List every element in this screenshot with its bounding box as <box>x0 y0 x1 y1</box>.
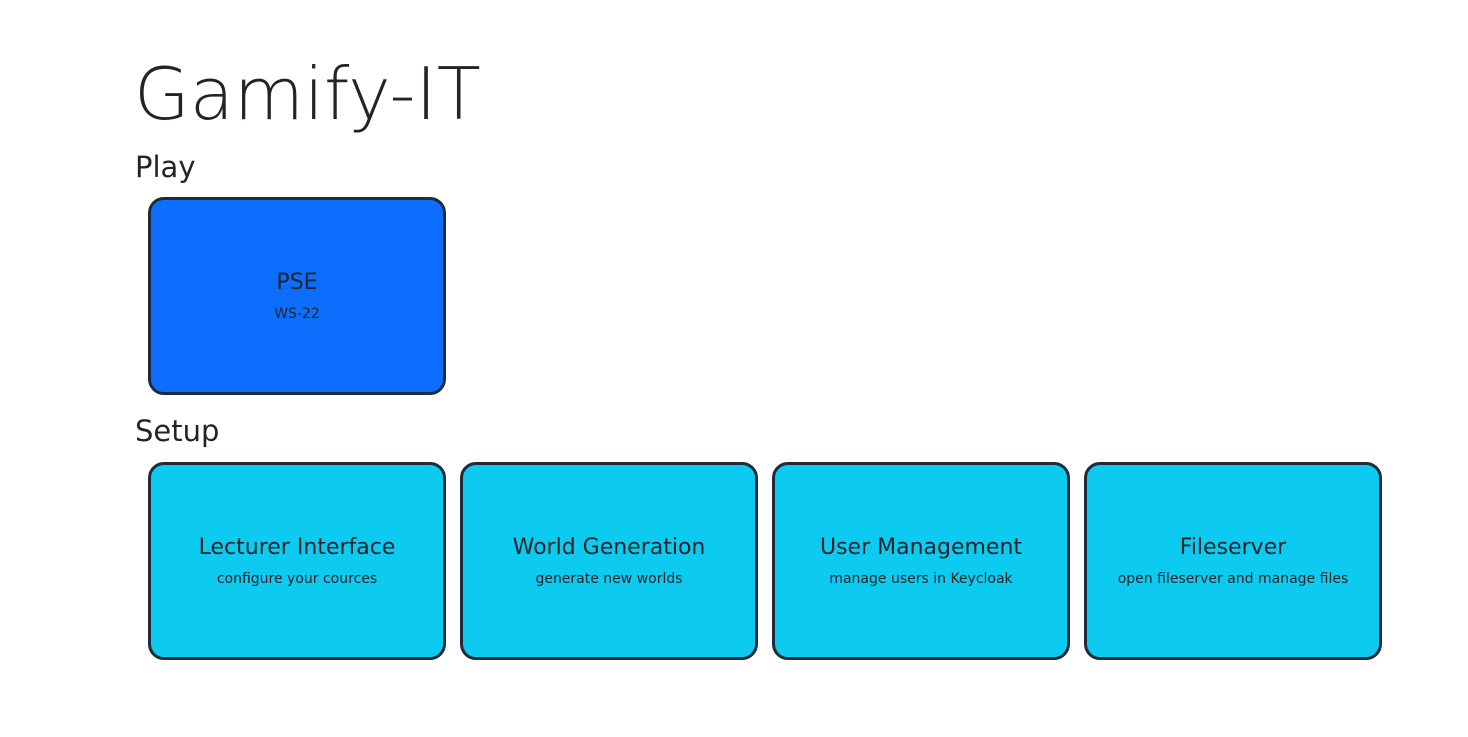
card-subtitle: configure your cources <box>216 571 378 587</box>
card-title: Lecturer Interface <box>198 535 396 560</box>
card-subtitle: generate new worlds <box>535 571 683 587</box>
world-generation-card[interactable]: World Generation generate new worlds <box>460 462 758 660</box>
card-title: PSE <box>276 270 318 295</box>
card-subtitle: manage users in Keycloak <box>829 571 1013 587</box>
card-subtitle: open fileserver and manage files <box>1117 571 1349 587</box>
lecturer-interface-card[interactable]: Lecturer Interface configure your cource… <box>148 462 446 660</box>
card-title: User Management <box>819 535 1023 560</box>
section-heading-setup: Setup <box>135 414 220 448</box>
fileserver-card[interactable]: Fileserver open fileserver and manage fi… <box>1084 462 1382 660</box>
course-card-pse[interactable]: PSE WS-22 <box>148 197 446 395</box>
card-subtitle: WS-22 <box>274 306 320 322</box>
app-title: Gamify-IT <box>134 52 481 136</box>
user-management-card[interactable]: User Management manage users in Keycloak <box>772 462 1070 660</box>
play-card-row: PSE WS-22 <box>148 197 446 395</box>
card-title: Fileserver <box>1179 535 1287 560</box>
section-heading-play: Play <box>135 150 196 184</box>
setup-card-row: Lecturer Interface configure your cource… <box>148 462 1382 660</box>
card-title: World Generation <box>512 535 706 560</box>
